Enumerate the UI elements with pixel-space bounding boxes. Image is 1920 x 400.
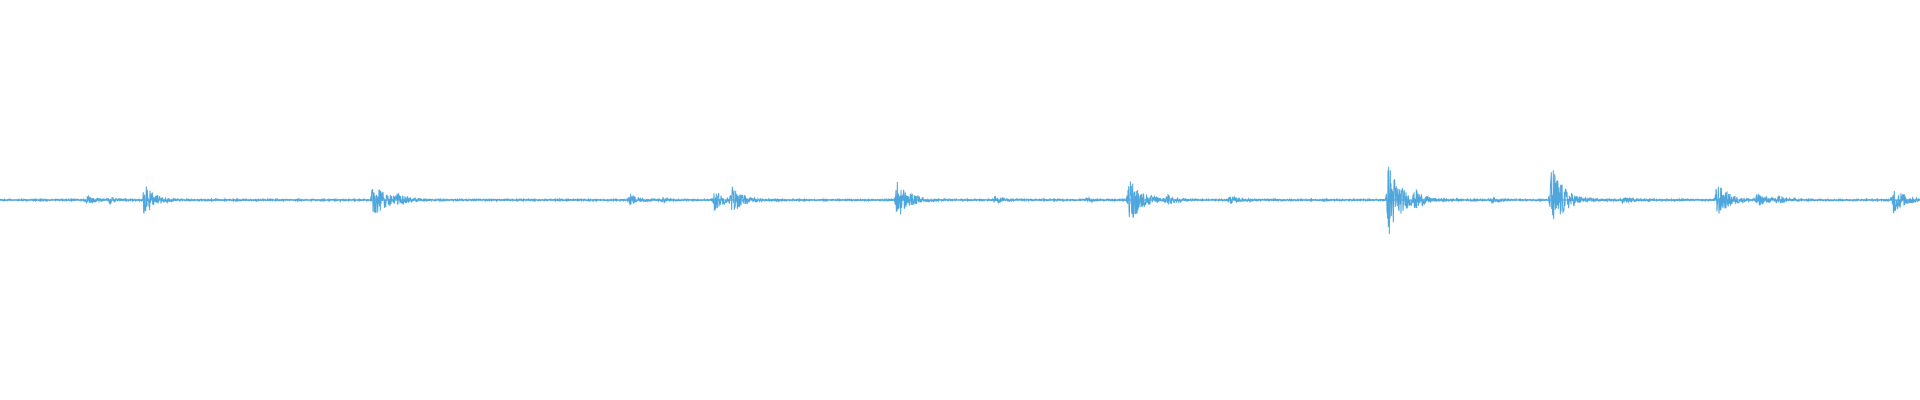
waveform-signal bbox=[0, 166, 1920, 235]
